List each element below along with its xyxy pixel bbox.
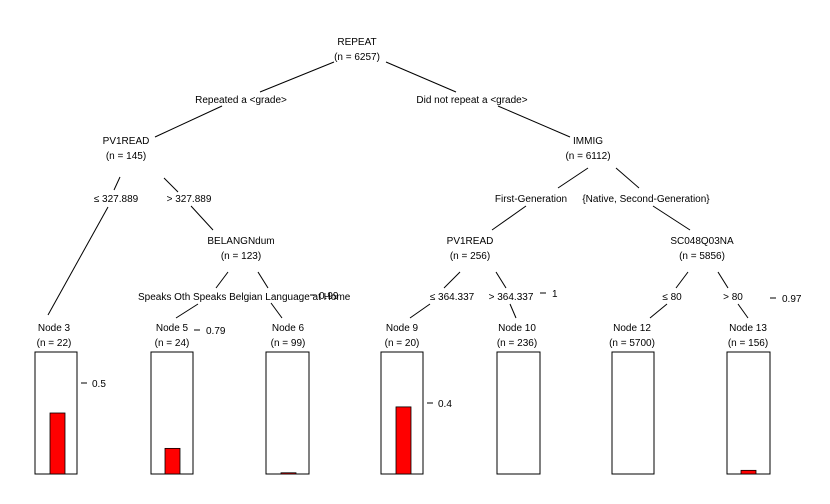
axis-label-node-6: 0.99 <box>319 291 339 302</box>
axis-label-node-10: 1 <box>552 289 558 300</box>
node-count: (n = 6257) <box>334 52 380 63</box>
node-count: (n = 5856) <box>679 251 725 262</box>
edge-line <box>675 271 689 289</box>
bar-node-5 <box>164 447 181 475</box>
edge-label-read-le: ≤ 327.889 <box>94 194 139 205</box>
tree-edges <box>47 61 749 319</box>
bar-node-6 <box>280 472 297 475</box>
bar-node-3 <box>49 412 66 475</box>
node-count: (n = 123) <box>221 251 261 262</box>
edge-label-sc-le: ≤ 80 <box>662 292 682 303</box>
edge-line <box>737 303 749 319</box>
bar-panel-node-10 <box>496 351 541 475</box>
terminal-count: (n = 156) <box>728 338 768 349</box>
node-count: (n = 145) <box>106 151 146 162</box>
terminal-count: (n = 236) <box>497 338 537 349</box>
edge-label-read2-gt: > 364.337 <box>489 292 534 303</box>
axis-label-node-9: 0.4 <box>438 399 452 410</box>
terminal-label: Node 13 <box>729 323 767 334</box>
edge-line <box>495 271 507 289</box>
node-name: PV1READ <box>103 136 150 147</box>
edge-label-native-second: {Native, Second-Generation} <box>582 194 710 205</box>
edge-label-speaks-belgian: Speaks Belgian Language at Home <box>193 292 351 303</box>
edge-line <box>649 303 668 319</box>
node-name: PV1READ <box>447 236 494 247</box>
edge-labels: Repeated a <grade> Did not repeat a <gra… <box>94 95 744 303</box>
terminal-label: Node 10 <box>498 323 536 334</box>
edge-line <box>259 61 335 93</box>
edge-label-read-gt: > 327.889 <box>167 194 212 205</box>
bar-panel-node-13 <box>726 351 771 475</box>
edge-line <box>443 271 461 289</box>
edge-line <box>497 105 571 138</box>
terminal-label: Node 12 <box>613 323 651 334</box>
node-name: IMMIG <box>573 136 603 147</box>
edge-line <box>557 167 589 189</box>
axis-ticks: 0.5 0.79 0.99 0.4 1 0.97 <box>81 289 802 410</box>
inner-node-4: BELANGNdum (n = 123) <box>207 236 274 262</box>
edge-line <box>154 105 223 138</box>
terminal-label: Node 6 <box>272 323 305 334</box>
edge-label-repeated: Repeated a <grade> <box>195 95 287 106</box>
node-count: (n = 6112) <box>565 151 610 162</box>
terminal-label: Node 5 <box>156 323 189 334</box>
edge-label-sc-gt: > 80 <box>723 292 743 303</box>
bar-node-13 <box>740 469 757 475</box>
edge-line <box>215 271 229 289</box>
terminal-count: (n = 20) <box>385 338 420 349</box>
edge-line <box>257 271 269 289</box>
edge-line <box>47 206 109 316</box>
inner-node-8: PV1READ (n = 256) <box>447 236 494 262</box>
bar-panel-node-12 <box>611 351 655 475</box>
edge-line <box>615 167 640 189</box>
axis-label-node-13: 0.97 <box>782 294 802 305</box>
terminal-count: (n = 5700) <box>609 338 655 349</box>
inner-node-7: IMMIG (n = 6112) <box>565 136 610 162</box>
bar-panel-node-6 <box>265 351 310 475</box>
terminal-label: Node 9 <box>386 323 419 334</box>
edge-line <box>175 303 199 319</box>
terminal-count: (n = 24) <box>155 338 190 349</box>
edge-line <box>270 302 283 319</box>
edge-label-first-generation: First-Generation <box>495 194 567 205</box>
edge-line <box>190 205 214 231</box>
edge-label-speaks-other: Speaks Oth <box>138 292 190 303</box>
edge-line <box>717 271 729 289</box>
terminal-headers: Node 3 (n = 22) Node 5 (n = 24) Node 6 (… <box>37 323 769 349</box>
node-count: (n = 256) <box>450 251 490 262</box>
inner-node-2: PV1READ (n = 145) <box>103 136 150 162</box>
inner-node-1: REPEAT (n = 6257) <box>334 37 380 63</box>
edge-line <box>652 205 691 231</box>
inner-node-11: SC048Q03NA (n = 5856) <box>670 236 734 262</box>
axis-label-node-3: 0.5 <box>92 379 106 390</box>
terminal-label: Node 3 <box>38 323 71 334</box>
bars <box>49 406 757 475</box>
edge-label-not-repeated: Did not repeat a <grade> <box>416 95 527 106</box>
node-name: BELANGNdum <box>207 236 274 247</box>
node-name: REPEAT <box>337 37 376 48</box>
edge-line <box>509 303 517 319</box>
terminal-count: (n = 22) <box>37 338 72 349</box>
edge-line <box>163 177 179 193</box>
edge-line <box>385 61 457 93</box>
node-name: SC048Q03NA <box>670 236 734 247</box>
axis-label-node-5: 0.79 <box>206 326 226 337</box>
terminal-count: (n = 99) <box>271 338 306 349</box>
edge-line <box>113 176 121 191</box>
edge-line <box>409 303 431 319</box>
edge-line <box>491 205 527 231</box>
edge-label-read2-le: ≤ 364.337 <box>430 292 475 303</box>
bar-node-9 <box>395 406 412 475</box>
